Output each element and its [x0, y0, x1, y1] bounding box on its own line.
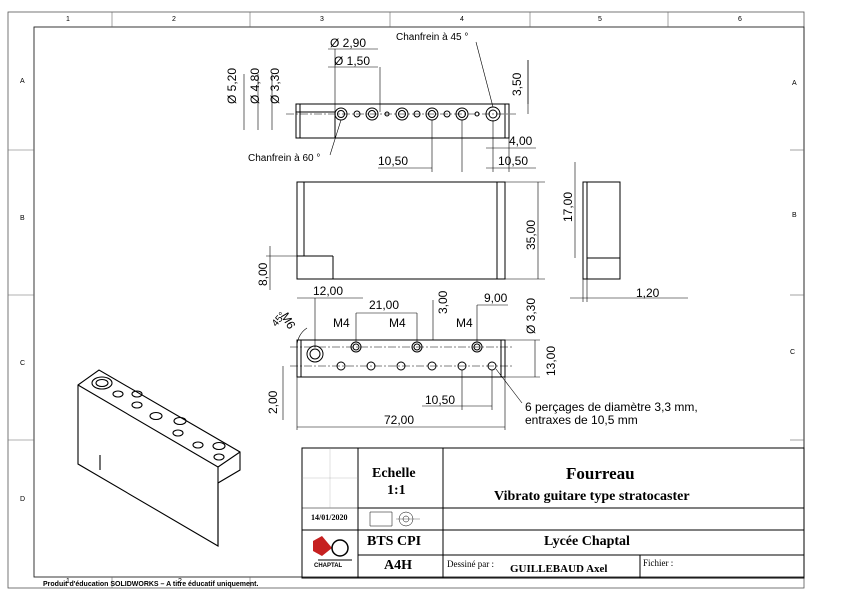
dim-wall-120: 1,20	[636, 286, 660, 300]
dim-2100: 21,00	[369, 298, 400, 312]
title-block	[301, 447, 805, 579]
isometric-view	[77, 369, 241, 547]
dim-diameter-330: Ø 3,30	[268, 67, 282, 104]
zone-row-a: A	[20, 78, 25, 85]
front-view-dimensions	[266, 181, 545, 290]
zone-row-a-right: A	[792, 80, 797, 87]
dim-diameter-330-bottom: Ø 3,30	[524, 297, 538, 334]
educational-footer: Produit d'éducation SOLIDWORKS – A titre…	[43, 581, 259, 588]
dim-value: 1,50	[346, 54, 371, 68]
side-view	[582, 181, 621, 280]
dim-value: 3,30	[268, 67, 282, 92]
zone-row-b-right: B	[792, 212, 797, 219]
logo-text: CHAPTAL	[314, 563, 343, 569]
dim-200: 2,00	[266, 390, 280, 414]
dim-diameter-480: Ø 4,80	[248, 67, 262, 104]
dim-diameter-520: Ø 5,20	[225, 67, 239, 104]
drawing-subtitle: Vibrato guitare type stratocaster	[494, 489, 690, 504]
zone-col-1: 1	[66, 16, 70, 23]
bottom-view	[290, 339, 512, 378]
zone-col-4: 4	[460, 16, 464, 23]
zone-row-c: C	[20, 360, 26, 367]
side-view-dimensions	[570, 162, 688, 302]
chamfer-60-note: Chanfrein à 60 °	[248, 153, 321, 164]
dim-value: 2,90	[342, 36, 367, 50]
dim-diameter-290: Ø 2,90	[330, 36, 367, 50]
scale-value: 1:1	[387, 483, 406, 498]
dim-diameter-150: Ø 1,50	[334, 54, 371, 68]
holes-note-line2: entraxes de 10,5 mm	[525, 413, 638, 427]
drawing-title: Fourreau	[566, 464, 635, 483]
dim-value: 4,80	[248, 67, 262, 92]
drawing-date: 14/01/2020	[311, 513, 348, 522]
dim-350: 3,50	[510, 72, 524, 96]
zone-ticks	[8, 12, 804, 588]
thread-m4-1: M4	[333, 316, 350, 330]
dim-900: 9,00	[484, 291, 508, 305]
zone-col-2-bottom: 2	[178, 578, 182, 585]
dim-pitch-1050-bottom: 10,50	[425, 393, 456, 407]
dim-300: 3,00	[436, 290, 450, 314]
top-view	[286, 103, 516, 139]
holes-note-line1: 6 perçages de diamètre 3,3 mm,	[525, 400, 698, 414]
zone-row-b: B	[20, 215, 25, 222]
zone-row-d: D	[20, 496, 26, 503]
zone-col-6: 6	[738, 16, 742, 23]
front-view	[296, 181, 506, 280]
chamfer-45-note: Chanfrein à 45 °	[396, 32, 469, 43]
thread-m4-2: M4	[389, 316, 406, 330]
top-view-dimensions	[243, 41, 536, 172]
school-name: Lycée Chaptal	[544, 534, 630, 549]
scale-label: Echelle	[372, 466, 416, 481]
dim-height-3500: 35,00	[524, 219, 538, 250]
drawing-border	[33, 26, 805, 578]
dim-pitch-1050-a: 10,50	[378, 154, 409, 168]
zone-col-1-bottom: 1	[66, 578, 70, 585]
zone-col-5: 5	[598, 16, 602, 23]
dim-400: 4,00	[509, 134, 533, 148]
bottom-view-dimensions	[282, 297, 540, 430]
zone-row-c-right: C	[790, 349, 796, 356]
dim-length-7200: 72,00	[384, 413, 415, 427]
dim-step-800: 8,00	[256, 262, 270, 286]
zone-col-3: 3	[320, 16, 324, 23]
class-name: BTS CPI	[367, 534, 422, 549]
sheet-format: A4H	[384, 558, 412, 573]
drawn-by-name: GUILLEBAUD Axel	[510, 563, 608, 575]
file-label: Fichier :	[643, 558, 674, 568]
dim-1200: 12,00	[313, 284, 344, 298]
dim-depth-1700: 17,00	[561, 191, 575, 222]
school-logo	[313, 536, 352, 561]
dim-value: 3,30	[524, 297, 538, 322]
drawn-by-label: Dessiné par :	[447, 559, 494, 569]
dim-1300: 13,00	[544, 345, 558, 376]
zone-col-2: 2	[172, 16, 176, 23]
dim-value: 5,20	[225, 67, 239, 92]
dim-pitch-1050-b: 10,50	[498, 154, 529, 168]
thread-m4-3: M4	[456, 316, 473, 330]
